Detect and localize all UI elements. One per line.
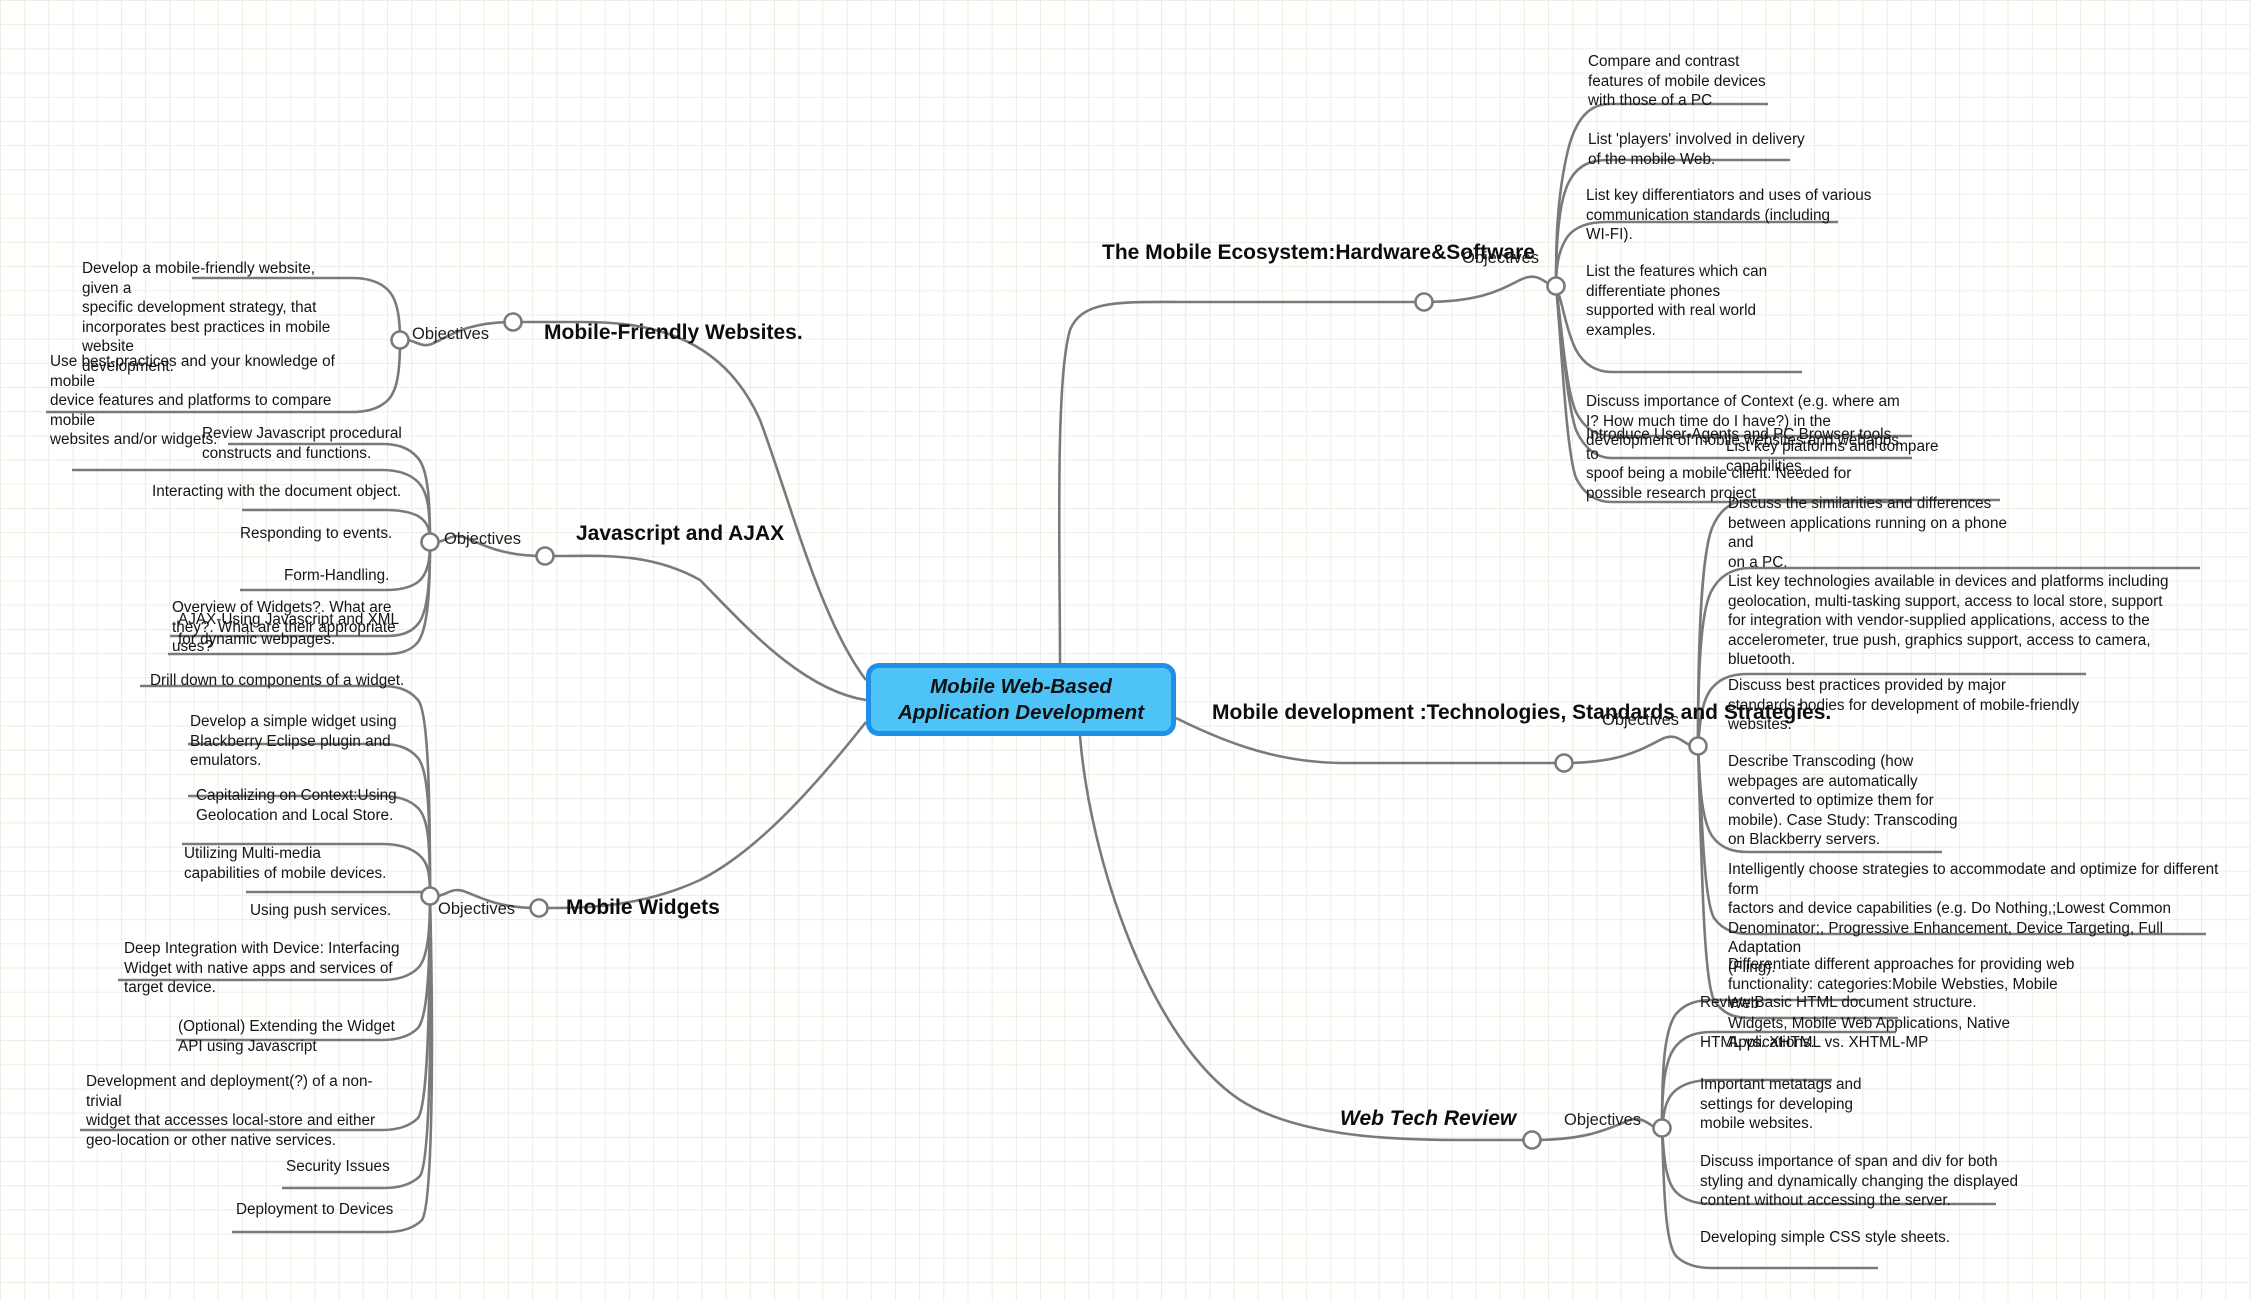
leaf-node[interactable]: Interacting with the document object.	[152, 483, 402, 500]
leaf-node[interactable]: List key differentiators and uses of var…	[1586, 187, 1872, 244]
objectives-label-javascript-and-ajax: Objectives	[444, 530, 522, 548]
leaf-node[interactable]: Deep Integration with Device: Interfacin…	[124, 940, 400, 997]
leaf-node[interactable]: Discuss importance of Context (e.g. wher…	[1586, 393, 1904, 450]
leaf-node[interactable]: Differentiate different approaches for p…	[1728, 956, 2075, 1052]
leaf-node[interactable]: Utilizing Multi-media capabilities of mo…	[184, 845, 387, 882]
leaf-node[interactable]: HTML vs. XHTML vs. XHTML-MP	[1700, 1034, 1929, 1051]
leaf-node[interactable]: Capitalizing on Context:Using Geolocatio…	[196, 787, 397, 824]
branch-label-mobile-development[interactable]: Mobile development :Technologies, Standa…	[1212, 701, 1832, 724]
leaf-node[interactable]: Overview of Widgets?. What are they?. Wh…	[172, 599, 396, 656]
objectives-label-mobile-friendly-websites: Objectives	[412, 325, 490, 343]
objectives-label-mobile-development: Objectives	[1602, 711, 1680, 729]
leaf-node[interactable]: AJAX-Using Javascript and XML for dynami…	[178, 611, 400, 648]
branch-label-mobile-friendly-websites[interactable]: Mobile-Friendly Websites.	[544, 321, 803, 344]
objectives-label-mobile-widgets: Objectives	[438, 900, 516, 918]
leaf-node[interactable]: Form-Handling.	[284, 567, 390, 584]
leaf-node[interactable]: List 'players' involved in delivery of t…	[1588, 131, 1805, 168]
branch-label-mobile-widgets[interactable]: Mobile Widgets	[566, 896, 720, 919]
leaf-node[interactable]: Compare and contrast features of mobile …	[1588, 53, 1766, 110]
leaf-node[interactable]: List key technologies available in devic…	[1728, 573, 2169, 669]
leaf-node[interactable]: List the features which can differentiat…	[1586, 263, 1768, 339]
leaf-node[interactable]: Intelligently choose strategies to accom…	[1728, 861, 2219, 976]
leaf-node[interactable]: List key platforms and compare capabilit…	[1726, 438, 1939, 475]
objectives-label-mobile-ecosystem: Objectives	[1462, 249, 1540, 267]
leaf-node[interactable]: Developing simple CSS style sheets.	[1700, 1229, 1950, 1246]
root-node[interactable]: Mobile Web-Based Application Development	[866, 663, 1176, 736]
leaf-node[interactable]: Responding to events.	[240, 525, 393, 542]
leaf-node[interactable]: Use best-practices and your knowledge of…	[50, 353, 335, 449]
objectives-label-web-tech-review: Objectives	[1564, 1111, 1642, 1129]
leaf-node[interactable]: Discuss importance of span and div for b…	[1700, 1153, 2019, 1210]
leaf-node[interactable]: Deployment to Devices	[236, 1201, 394, 1218]
leaf-node[interactable]: Develop a mobile-friendly website, given…	[82, 260, 331, 375]
leaf-node[interactable]: Introduce User-Agents and PC Browser too…	[1586, 426, 1892, 502]
leaf-node[interactable]: Develop a simple widget using Blackberry…	[190, 713, 397, 770]
branch-label-web-tech-review[interactable]: Web Tech Review	[1340, 1107, 1517, 1130]
leaf-node[interactable]: Using push services.	[250, 902, 392, 919]
leaf-node[interactable]: (Optional) Extending the Widget API usin…	[178, 1018, 395, 1055]
leaf-node[interactable]: Development and deployment(?) of a non-t…	[86, 1073, 376, 1149]
leaf-node[interactable]: Drill down to components of a widget.	[150, 672, 405, 689]
leaf-node[interactable]: Review Javascript procedural constructs …	[202, 425, 402, 462]
leaf-node[interactable]: Describe Transcoding (how webpages are a…	[1728, 753, 1958, 849]
leaf-node[interactable]: Discuss best practices provided by major…	[1728, 677, 2080, 734]
branch-label-mobile-ecosystem[interactable]: The Mobile Ecosystem:Hardware&Software	[1102, 241, 1535, 264]
branch-label-javascript-and-ajax[interactable]: Javascript and AJAX	[576, 522, 785, 545]
leaf-node[interactable]: Important metatags and settings for deve…	[1700, 1076, 1862, 1133]
leaf-node[interactable]: Review Basic HTML document structure.	[1700, 994, 1977, 1011]
leaf-node[interactable]: Discuss the similarities and differences…	[1728, 495, 2007, 571]
leaf-node[interactable]: Security Issues	[286, 1158, 390, 1175]
